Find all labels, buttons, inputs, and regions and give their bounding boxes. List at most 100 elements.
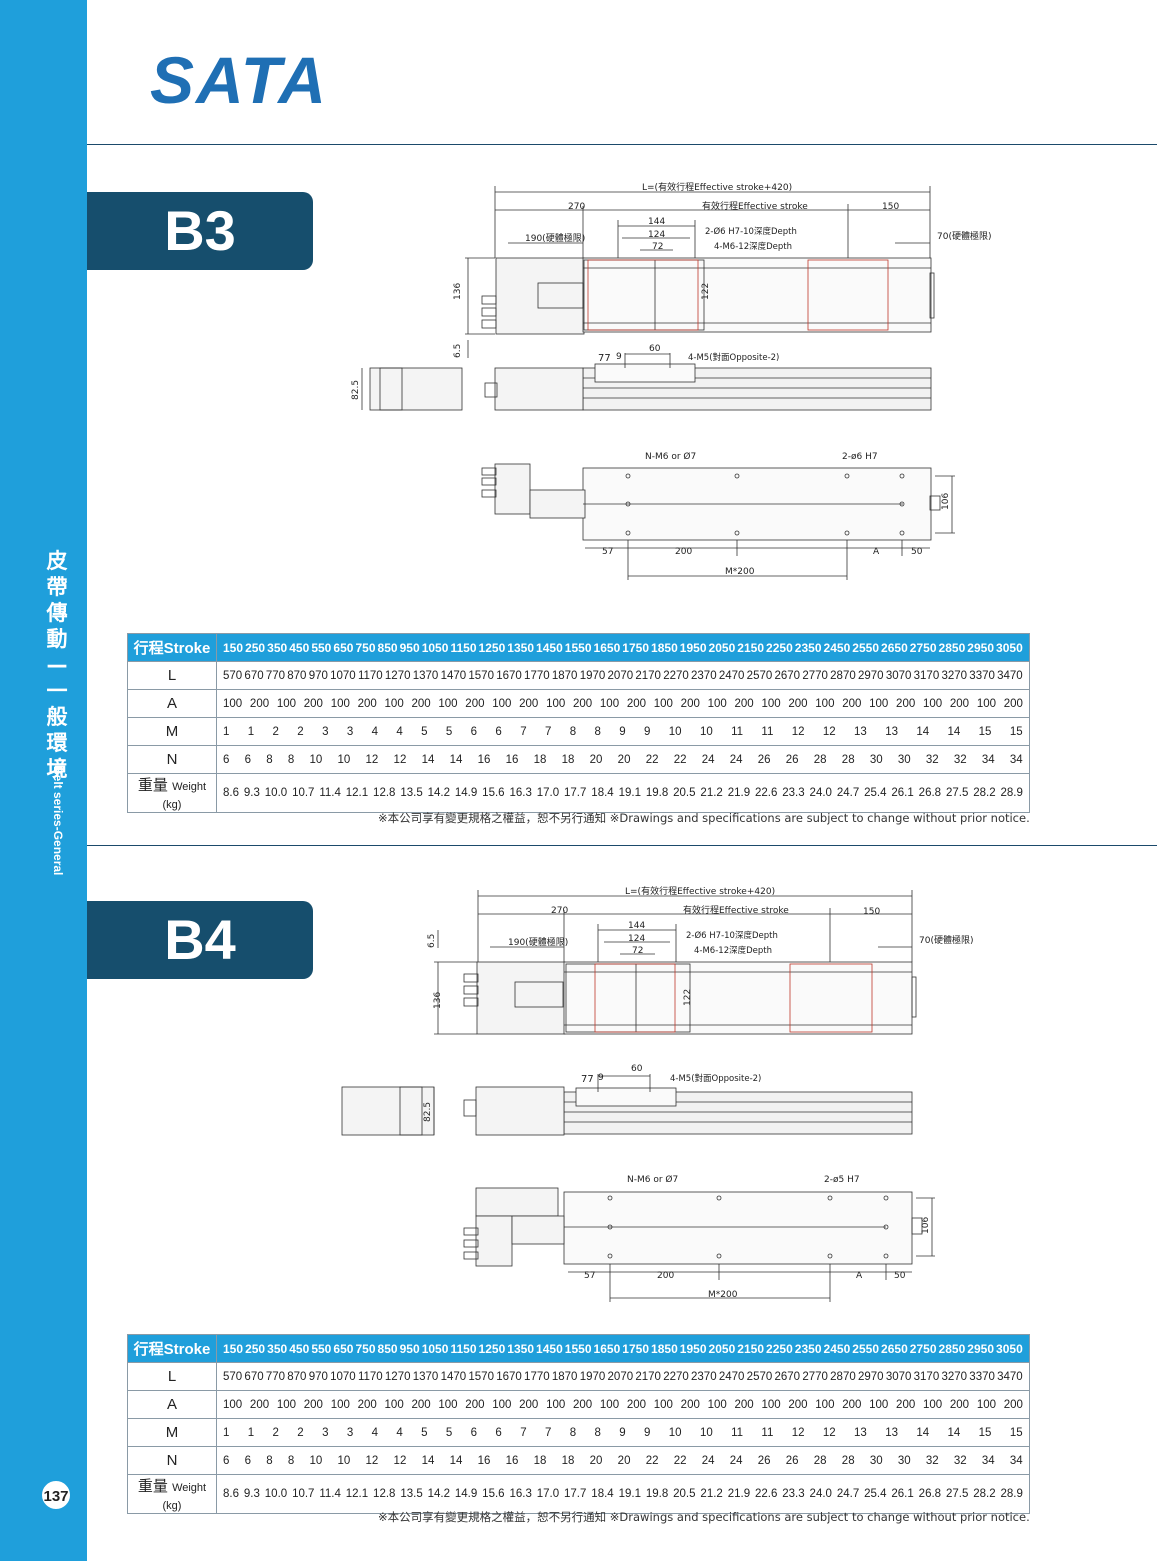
b3-dim-A: A <box>873 547 880 557</box>
b4-dim-6-5: 6.5 <box>427 934 437 948</box>
table-cell: 200 <box>788 1398 808 1411</box>
table-cell: 200 <box>1003 697 1023 710</box>
b4-dim-72: 72 <box>632 946 643 956</box>
table-cell: 450 <box>289 1341 310 1356</box>
weight-row-label: 重量 Weight (kg) <box>127 1474 217 1514</box>
table-cell: 2170 <box>635 1370 661 1383</box>
table-cell: 5 <box>445 1426 453 1439</box>
table-cell: 1470 <box>440 669 467 682</box>
table-cell: 14 <box>449 1454 463 1467</box>
divider-middle <box>87 845 1157 846</box>
table-cell: 1350 <box>507 1341 534 1356</box>
table-cell: 2 <box>272 1426 279 1439</box>
table-cell: 24.7 <box>836 1488 860 1500</box>
table-cell: 100 <box>492 697 512 710</box>
table-cell: 14.2 <box>427 787 450 799</box>
table-cell: 6 <box>495 725 502 738</box>
table-cell: 27.5 <box>945 787 969 799</box>
table-cell: 12.8 <box>373 787 396 799</box>
table-cell: 250 <box>245 640 266 655</box>
table-cell: 750 <box>355 1341 376 1356</box>
table-cell: 34 <box>981 753 995 766</box>
table-cell: 200 <box>303 1398 323 1411</box>
table-cell: 9 <box>644 725 651 738</box>
table-cell: 870 <box>287 1370 307 1383</box>
table-cell: 3270 <box>941 669 968 682</box>
table-cell: 1550 <box>564 1341 592 1356</box>
table-cell: 13 <box>854 1426 867 1439</box>
table-cell: 14 <box>916 725 930 738</box>
table-cell: 1350 <box>507 640 534 655</box>
table-cell: 21.2 <box>700 787 723 799</box>
table-cell: 670 <box>244 669 264 682</box>
table-cell: 100 <box>330 697 350 710</box>
table-cell: 34 <box>1009 753 1023 766</box>
table-cell: 27.5 <box>945 1488 969 1500</box>
stroke-header-label: 行程Stroke <box>127 633 217 662</box>
table-cell: 1870 <box>551 669 578 682</box>
table-cell: 17.7 <box>564 1488 587 1500</box>
table-cell: 100 <box>599 697 620 710</box>
table-cell: 5 <box>421 725 428 738</box>
table-cell: 1 <box>247 725 255 738</box>
table-cell: 3 <box>322 1426 329 1439</box>
b4-dim-200: 200 <box>657 1271 674 1281</box>
table-cell: 22.6 <box>754 1488 778 1500</box>
weight-label-cn: 重量 <box>137 1478 168 1495</box>
table-cell: 30 <box>897 753 911 766</box>
table-cell: 8.6 <box>223 1488 239 1500</box>
table-cell: 22 <box>673 1454 687 1467</box>
table-cell: 1770 <box>524 1370 550 1383</box>
table-cell: 2870 <box>830 669 856 682</box>
table-cell: 9.3 <box>243 1488 260 1500</box>
table-cell: 10 <box>699 1426 713 1439</box>
b3-dim-82-5: 82.5 <box>351 380 361 400</box>
row-label-n: N <box>127 745 217 774</box>
table-cell: 950 <box>399 640 420 655</box>
b3-dim-57: 57 <box>602 547 613 557</box>
table-cell: 19.8 <box>645 787 669 799</box>
table-cell: 11 <box>731 725 744 738</box>
table-cell: 14 <box>421 1454 435 1467</box>
b4-dim-136: 136 <box>433 992 443 1009</box>
divider-top <box>87 144 1157 145</box>
table-cell: 1870 <box>551 1370 578 1383</box>
table-cell: 14.9 <box>454 787 478 799</box>
b3-dim-total-length: L=(有效行程Effective stroke+420) <box>642 181 792 193</box>
table-cell: 10 <box>309 1454 323 1467</box>
table-cell: 28 <box>813 1454 827 1467</box>
table-cell: 1650 <box>593 640 621 655</box>
stroke-header-label: 行程Stroke <box>127 1334 217 1363</box>
table-cell: 13.5 <box>400 1488 423 1500</box>
table-cell: 870 <box>287 669 307 682</box>
table-cell: 1950 <box>679 1341 707 1356</box>
b4-dim-150: 150 <box>863 907 880 917</box>
table-cell: 24 <box>701 1454 715 1467</box>
table-cell: 100 <box>653 697 673 710</box>
b4-dim-106: 106 <box>921 1217 931 1234</box>
table-cell: 200 <box>680 1398 700 1411</box>
b3-dim-77: 77 <box>598 353 611 364</box>
b3-n-holes-label: N-M6 or Ø7 <box>645 451 696 462</box>
row-label-m: M <box>127 1418 217 1447</box>
table-cell: 10.0 <box>264 1488 288 1500</box>
table-cell: 1370 <box>412 1370 439 1383</box>
table-cell: 200 <box>842 697 862 710</box>
table-cell: 350 <box>267 1341 288 1356</box>
table-cell: 100 <box>707 1398 727 1411</box>
table-cell: 100 <box>869 697 889 710</box>
table-cell: 200 <box>303 697 323 710</box>
table-cell: 26 <box>757 753 771 766</box>
table-cell: 15.6 <box>482 787 505 799</box>
table-cell: 100 <box>922 697 943 710</box>
b4-hard-limit-left: 190(硬體極限) <box>508 936 568 948</box>
table-cell: 15.6 <box>482 1488 505 1500</box>
table-cell: 200 <box>896 697 916 710</box>
table-cell: 24.0 <box>809 1488 832 1500</box>
table-cell: 15 <box>1009 725 1023 738</box>
table-cell: 15 <box>1009 1426 1023 1439</box>
table-cell: 28 <box>813 753 827 766</box>
table-cell: 100 <box>276 1398 297 1411</box>
table-cell: 100 <box>707 697 727 710</box>
